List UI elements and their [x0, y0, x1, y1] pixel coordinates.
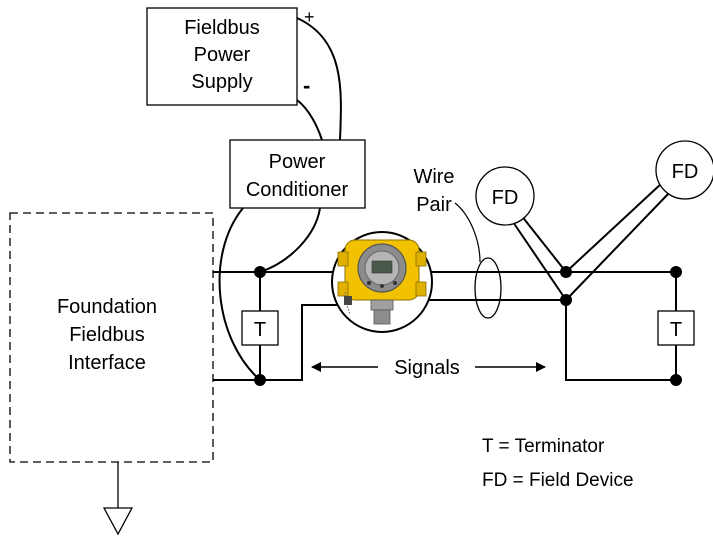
junction-node — [670, 266, 682, 278]
interface-line2: Fieldbus — [69, 324, 145, 346]
ground-symbol — [102, 462, 134, 536]
conditioner-line1: Power — [269, 151, 326, 173]
conditioner-to-top-node-wire — [259, 207, 321, 273]
supply-minus-wire — [296, 99, 323, 141]
signals-label: Signals — [394, 357, 460, 379]
supply-plus-wire — [296, 17, 342, 141]
terminator-right-label: T — [670, 319, 682, 341]
junction-node — [254, 374, 266, 386]
power-supply-line2: Power — [194, 44, 251, 66]
fieldbus-power-supply: Fieldbus Power Supply + - — [146, 7, 315, 106]
gas-detector-device — [331, 231, 433, 333]
terminator-left-label: T — [254, 319, 266, 341]
junction-node — [560, 294, 572, 306]
fd1-lead-a — [520, 214, 567, 273]
interface-line1: Foundation — [57, 296, 157, 318]
power-supply-line1: Fieldbus — [184, 17, 260, 39]
fd1-lead-b — [512, 221, 567, 301]
wire-pair-leader — [454, 202, 481, 263]
foundation-fieldbus-interface: Foundation Fieldbus Interface — [9, 212, 214, 463]
plus-terminal-label: + — [304, 7, 315, 27]
minus-terminal-label: - — [303, 73, 310, 98]
junction-node — [670, 374, 682, 386]
field-device-2: FD — [565, 140, 713, 301]
conditioner-to-bottom-node-wire — [218, 207, 261, 381]
interface-line3: Interface — [68, 352, 146, 374]
fd2-lead-a — [565, 182, 663, 273]
junction-node — [560, 266, 572, 278]
wire-pair-line1: Wire — [413, 166, 454, 188]
fd1-label: FD — [492, 187, 519, 209]
junction-node — [254, 266, 266, 278]
legend: T = Terminator FD = Field Device — [482, 436, 634, 491]
fd2-lead-b — [565, 191, 671, 301]
bus-bottom-line-far — [565, 300, 676, 381]
power-supply-line3: Supply — [191, 71, 252, 93]
power-conditioner: Power Conditioner — [229, 139, 366, 209]
terminator-right: T — [657, 310, 695, 346]
fd2-label: FD — [672, 161, 699, 183]
legend-terminator: T = Terminator — [482, 436, 605, 457]
legend-field-device: FD = Field Device — [482, 470, 634, 491]
wire-pair-loop — [474, 257, 502, 319]
conditioner-line2: Conditioner — [246, 179, 349, 201]
terminator-left: T — [241, 310, 279, 346]
wire-pair-line2: Pair — [416, 194, 452, 216]
field-device-1: FD — [475, 166, 567, 301]
